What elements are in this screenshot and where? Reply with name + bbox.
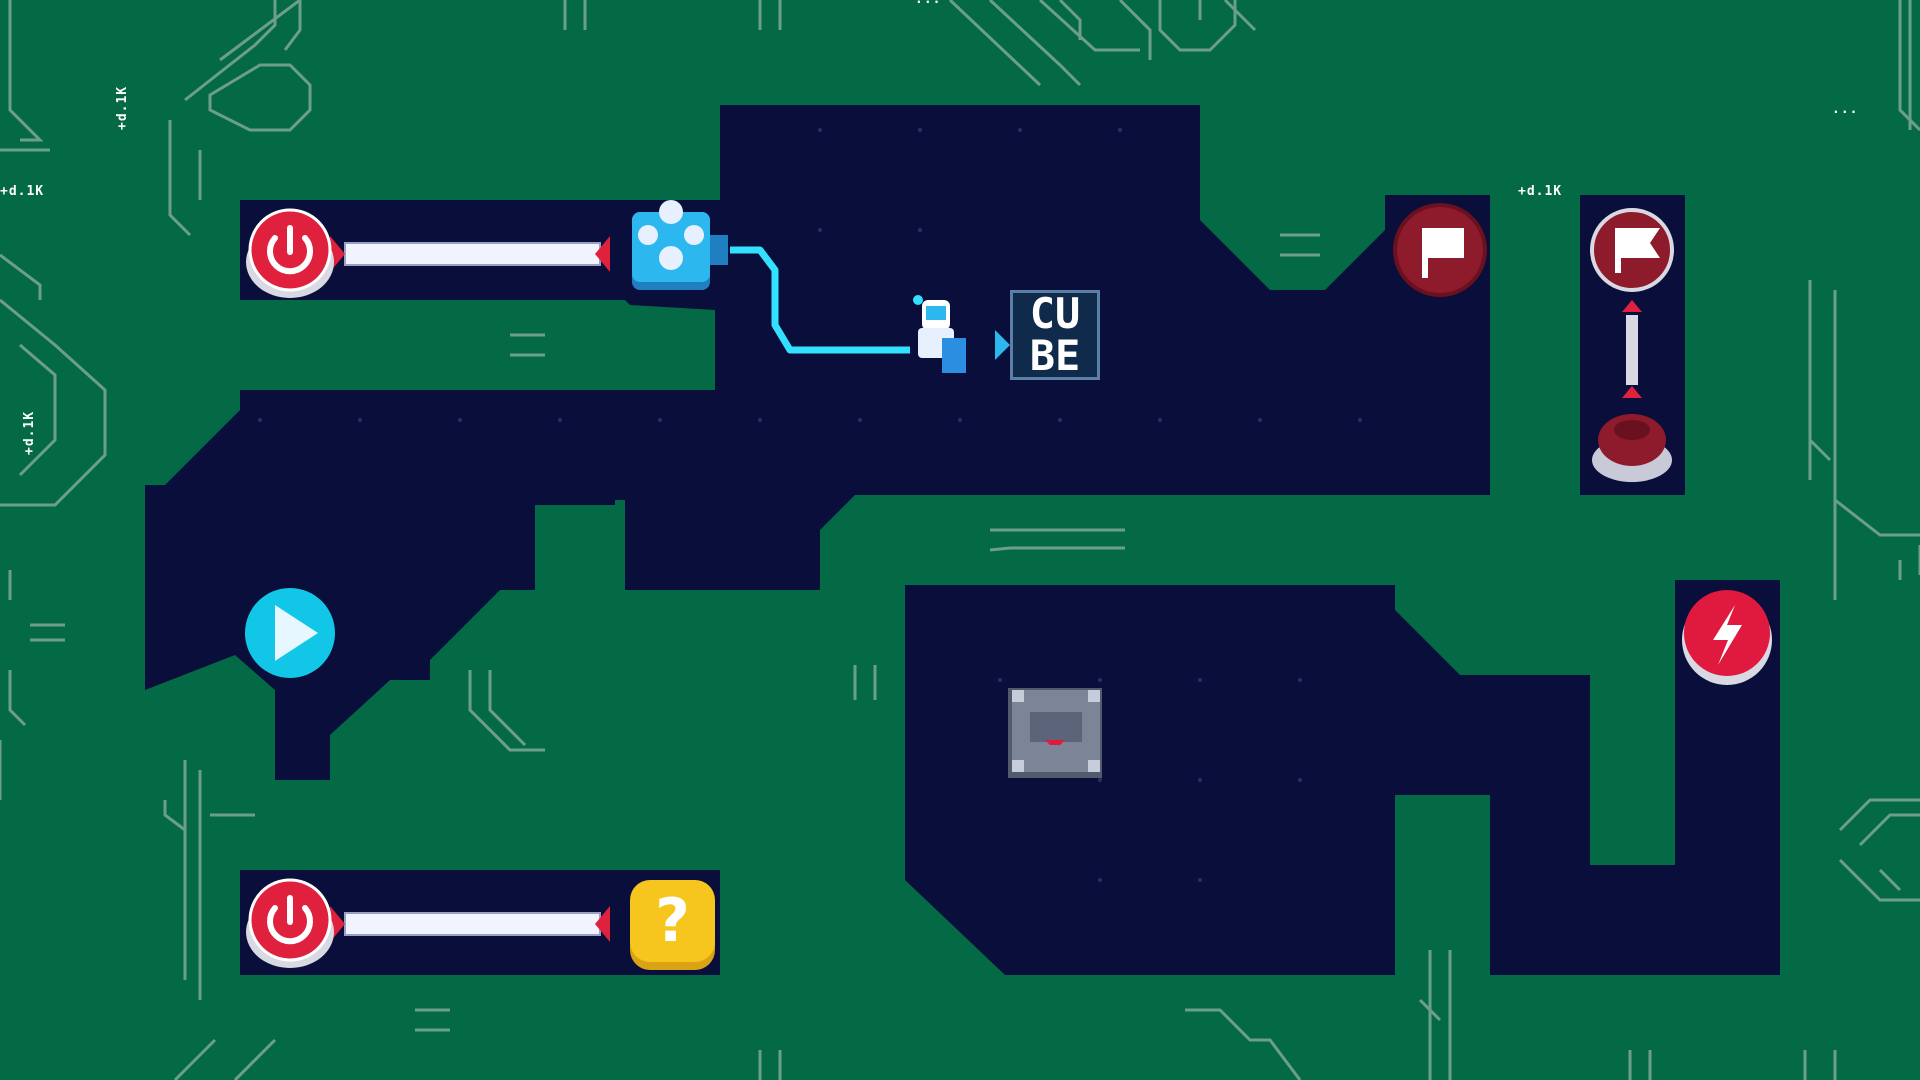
power-icon (267, 895, 313, 945)
power-icon (267, 225, 313, 275)
lightning-bolt-icon (1713, 605, 1742, 665)
flag-icon (1422, 228, 1464, 278)
tag-text: +d.1K (1518, 184, 1563, 199)
flag-icon (1615, 228, 1660, 273)
tag-text: ... (1832, 102, 1859, 117)
tag-top-center: ... (915, 0, 941, 7)
metal-crate-icon[interactable] (1008, 688, 1102, 778)
tag-text: +d.1K (22, 410, 37, 455)
tag-left-vertical: +d.1K (115, 86, 130, 130)
floor-grid (258, 128, 1362, 882)
dpad-switch-module[interactable] (632, 200, 728, 290)
play-floor (145, 105, 1780, 975)
robot-connector (995, 330, 1010, 360)
cube-block[interactable]: CU BE (1010, 290, 1100, 380)
lightning-button[interactable] (1682, 590, 1772, 685)
tag-top-right: ... (1832, 102, 1858, 117)
question-block[interactable] (630, 880, 715, 970)
play-icon (275, 605, 318, 661)
robot-character-icon[interactable] (913, 295, 966, 373)
tag-text: +d.1K (115, 85, 130, 130)
cyan-connector-wire (730, 246, 910, 354)
tag-text: ... (915, 0, 941, 7)
bottom-wire-rail (330, 906, 610, 942)
top-wire-rail (330, 236, 610, 272)
play-button[interactable] (245, 588, 335, 678)
lever-assembly[interactable] (1590, 208, 1674, 482)
tag-right-top: +d.1K (1518, 184, 1562, 199)
power-button-top[interactable] (246, 208, 334, 298)
tag-left-top: +d.1K (0, 184, 44, 199)
question-icon: ? (630, 880, 715, 962)
question-mark-label: ? (655, 886, 690, 956)
power-button-bottom[interactable] (246, 878, 334, 968)
tag-text: +d.1K (0, 184, 45, 199)
flag-button-right[interactable] (1393, 203, 1487, 297)
cube-label-line1: CU (1029, 289, 1081, 338)
cube-label-line2: BE (1029, 331, 1081, 380)
tag-left-mid: +d.1K (22, 411, 37, 455)
